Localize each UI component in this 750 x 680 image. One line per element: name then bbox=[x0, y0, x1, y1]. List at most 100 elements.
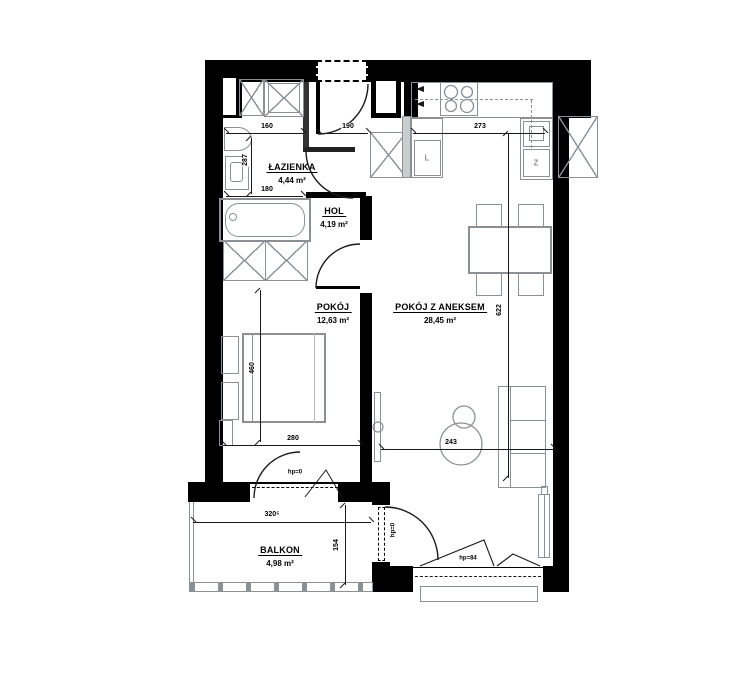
fridge bbox=[414, 140, 441, 176]
dim-line bbox=[381, 449, 553, 450]
wall-left bbox=[205, 60, 223, 482]
balcony-rail-left bbox=[189, 502, 194, 586]
kitchen-counter-left bbox=[411, 118, 443, 178]
window-dashed bbox=[415, 576, 541, 577]
bedside-shelf bbox=[219, 420, 233, 446]
wall-interior-vertical bbox=[360, 196, 372, 482]
wall-corner-top-right bbox=[553, 60, 591, 118]
balcony-threshold-bedroom bbox=[252, 487, 338, 488]
room-label-bedroom: POKÓJ 12,63 m² bbox=[314, 297, 352, 325]
chair bbox=[476, 204, 502, 228]
dim-living-length: 622 bbox=[496, 303, 504, 317]
entry-niche-dashed bbox=[316, 60, 368, 82]
dim-bath-depth: 287 bbox=[242, 153, 250, 167]
toilet bbox=[225, 156, 249, 190]
dim-line bbox=[226, 196, 303, 197]
living-tilt-window-large bbox=[419, 539, 495, 567]
dim-bedroom-width: 280 bbox=[286, 435, 300, 443]
sill-height-window: hp=84 bbox=[459, 555, 477, 562]
chair bbox=[518, 272, 544, 296]
dim-line bbox=[193, 522, 371, 523]
sink-letter: Z bbox=[533, 158, 539, 168]
living-tilt-window-small bbox=[496, 553, 541, 567]
door-panel bbox=[374, 392, 381, 462]
entry-opening bbox=[316, 62, 368, 82]
room-area: 4,19 m² bbox=[320, 220, 348, 229]
kitchen-counter-top bbox=[411, 82, 553, 118]
room-name: BALKON bbox=[258, 545, 302, 556]
sofa-cushion-line bbox=[510, 453, 546, 454]
room-label-balcony: BALKON 4,98 m² bbox=[258, 540, 302, 568]
wall-bathroom-east bbox=[303, 82, 309, 152]
dim-line bbox=[251, 138, 252, 194]
sofa-cushion-line bbox=[510, 420, 546, 421]
bedroom-door-leaf bbox=[316, 286, 360, 289]
room-area: 28,45 m² bbox=[423, 316, 457, 325]
wall-right bbox=[553, 118, 569, 592]
window-line bbox=[413, 567, 543, 568]
dim-balcony-depth: 154 bbox=[333, 538, 341, 552]
sill-height-living-door: hp=0 bbox=[390, 522, 397, 538]
dim-balcony-width: 320⁵ bbox=[263, 511, 281, 519]
dim-line bbox=[318, 133, 368, 134]
sliding-door bbox=[402, 116, 411, 178]
upper-cabinets-dashed-v bbox=[531, 100, 532, 148]
radiator-valve bbox=[541, 486, 548, 495]
shower-inner bbox=[268, 83, 300, 113]
dim-line bbox=[413, 133, 545, 134]
room-name: ŁAZIENKA bbox=[266, 162, 318, 173]
wall-hall-south bbox=[306, 192, 366, 198]
room-area: 4,98 m² bbox=[266, 559, 294, 568]
vent-arrow-icon bbox=[416, 101, 424, 107]
dim-line bbox=[223, 445, 360, 446]
bedroom-door-opening bbox=[360, 240, 372, 293]
room-name: HOL bbox=[322, 206, 346, 217]
balcony-railing bbox=[189, 582, 373, 592]
kitchen-counter-right bbox=[520, 118, 553, 180]
duct-shaft bbox=[371, 76, 401, 118]
shaft-hatch-right bbox=[265, 240, 308, 281]
nightstand bbox=[221, 336, 239, 374]
shower bbox=[264, 79, 304, 117]
entry-door-leaf bbox=[316, 82, 320, 134]
room-area: 4,44 m² bbox=[278, 176, 306, 185]
dim-living-width: 243 bbox=[444, 439, 458, 447]
vent-arrow-icon bbox=[416, 86, 424, 92]
dim-line bbox=[260, 290, 261, 442]
dim-bath-lower: 180 bbox=[260, 186, 274, 194]
room-area: 12,63 m² bbox=[316, 316, 350, 325]
chair bbox=[518, 204, 544, 228]
bathtub-inner bbox=[225, 203, 305, 237]
sill-height-bedroom: hp=0 bbox=[287, 469, 303, 476]
room-name: POKÓJ bbox=[314, 302, 352, 313]
toilet-inner bbox=[230, 162, 243, 182]
bed-duvet-line bbox=[314, 333, 315, 423]
duct-shaft-right bbox=[558, 116, 598, 178]
bedroom-door-arc bbox=[315, 243, 361, 289]
dim-hall-width: 190 bbox=[341, 123, 355, 131]
nightstand bbox=[221, 382, 239, 420]
chair bbox=[476, 272, 502, 296]
sofa-backrest-line bbox=[510, 386, 511, 488]
dim-line bbox=[508, 133, 509, 478]
side-table bbox=[452, 405, 476, 429]
window-sill-exterior bbox=[420, 586, 538, 602]
dining-table bbox=[468, 226, 552, 274]
bathroom-door-leaf bbox=[303, 147, 355, 152]
dim-line bbox=[345, 505, 346, 585]
sofa bbox=[498, 386, 546, 488]
sink-kitchen bbox=[523, 121, 550, 147]
shaft-hatch-left bbox=[223, 240, 266, 281]
balcony-door-leaf-living bbox=[378, 507, 385, 561]
dim-kitchen-run: 273 bbox=[473, 123, 487, 131]
bed-headboard-line bbox=[252, 333, 253, 423]
room-label-living: POKÓJ Z ANEKSEM 28,45 m² bbox=[393, 297, 487, 325]
fridge-letter: L bbox=[424, 153, 430, 163]
radiator-line bbox=[544, 494, 545, 558]
bed bbox=[242, 333, 326, 423]
washing-machine bbox=[239, 79, 264, 116]
room-name: POKÓJ Z ANEKSEM bbox=[393, 302, 487, 313]
dishwasher bbox=[523, 149, 550, 177]
dim-bedroom-length: 460 bbox=[249, 361, 257, 375]
